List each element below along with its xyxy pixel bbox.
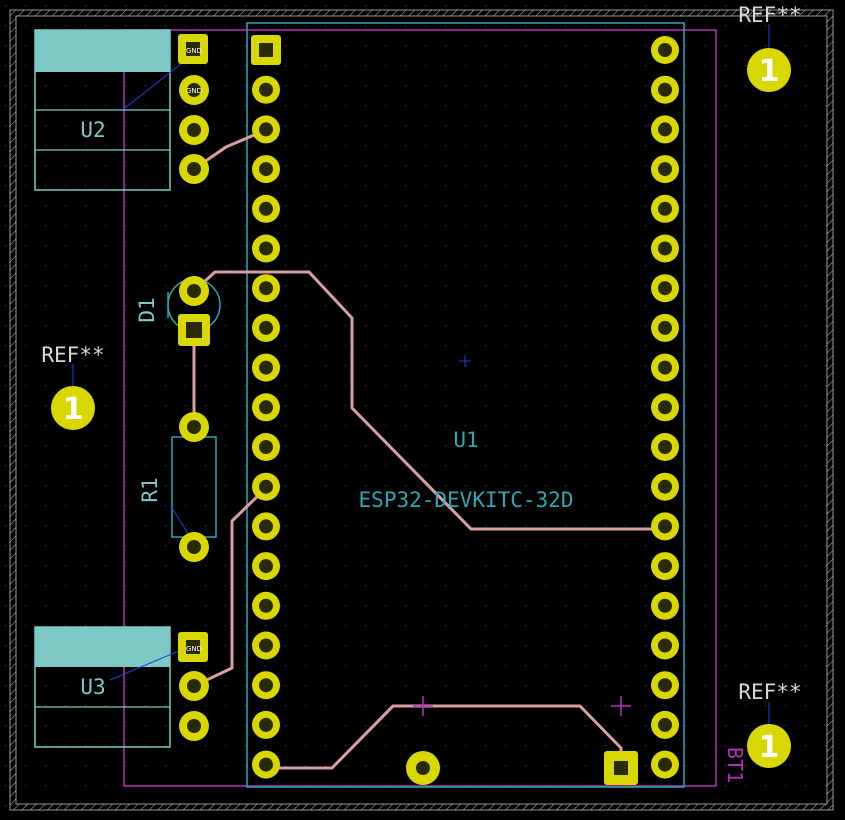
- u1-pad-27[interactable]: [651, 472, 679, 501]
- u2-reference: U2: [80, 118, 105, 142]
- board-edge[interactable]: [9, 9, 834, 811]
- u1-pad-25[interactable]: [651, 552, 679, 581]
- mh-tr-pad-number: 1: [759, 54, 780, 89]
- mounting-hole-left[interactable]: REF** 1: [41, 343, 105, 430]
- u1-reference: U1: [453, 428, 478, 452]
- u3-pad-2[interactable]: [179, 671, 209, 701]
- u1-pad-10[interactable]: [252, 393, 280, 422]
- u1-pad-32[interactable]: [651, 274, 679, 303]
- d1-footprint[interactable]: D1: [135, 276, 221, 346]
- u1-value: ESP32-DEVKITC-32D: [359, 488, 574, 512]
- u1-pad-21[interactable]: [651, 710, 679, 739]
- u1-pad-5[interactable]: [252, 194, 280, 223]
- track-u1-u3: [192, 486, 268, 688]
- r1-reference: R1: [138, 477, 162, 502]
- u3-reference: U3: [80, 675, 105, 699]
- u3-pad-1-label: GND: [186, 645, 202, 653]
- u1-right-pads[interactable]: [651, 36, 679, 779]
- mh-br-pad[interactable]: [747, 724, 791, 768]
- u1-pad-1[interactable]: [251, 35, 281, 65]
- u1-pad-18[interactable]: [252, 710, 280, 739]
- u2-silk-fill: [35, 30, 170, 72]
- bt1-crosshair-icon: [413, 696, 631, 716]
- u1-pad-20[interactable]: [651, 750, 679, 779]
- u1-pad-15[interactable]: [252, 591, 280, 620]
- u1-pad-13[interactable]: [252, 512, 280, 541]
- u1-pad-4[interactable]: [252, 155, 280, 184]
- u1-pad-11[interactable]: [252, 433, 280, 461]
- u2-pad-4[interactable]: [179, 154, 209, 184]
- u1-pad-16[interactable]: [252, 631, 280, 660]
- mh-l-pad[interactable]: [51, 386, 95, 430]
- mh-tr-pad[interactable]: [747, 48, 791, 92]
- mh-br-ref: REF**: [738, 680, 801, 704]
- u1-pad-33[interactable]: [651, 234, 679, 263]
- u2-pad-1-label: GND: [186, 47, 202, 55]
- u2-pad-2-label: GND: [186, 87, 202, 95]
- u1-pad-9[interactable]: [252, 353, 280, 382]
- u1-pad-26[interactable]: [651, 512, 679, 541]
- u1-pad-23[interactable]: [651, 631, 679, 660]
- u1-pad-29[interactable]: [651, 393, 679, 422]
- u1-pad-2[interactable]: [252, 75, 280, 104]
- track-d1-u1: [192, 270, 667, 531]
- u1-pad-38[interactable]: [651, 36, 679, 64]
- u1-pad-17[interactable]: [252, 671, 280, 700]
- u1-pad-36[interactable]: [651, 115, 679, 144]
- u1-fab-outline: [246, 22, 685, 788]
- u3-outline: [34, 626, 171, 748]
- bt1-footprint[interactable]: BT1: [406, 747, 747, 785]
- bt1-reference: BT1: [723, 747, 747, 783]
- u1-pad-28[interactable]: [651, 433, 679, 461]
- u3-silk-fill: [35, 627, 170, 667]
- u1-pad-37[interactable]: [651, 75, 679, 104]
- u1-pad-34[interactable]: [651, 194, 679, 223]
- u1-pad-31[interactable]: [651, 313, 679, 342]
- u1-pad-35[interactable]: [651, 155, 679, 184]
- u1-pad-3[interactable]: [252, 115, 280, 144]
- u1-pad-24[interactable]: [651, 591, 679, 620]
- u2-footprint[interactable]: U2: [34, 29, 209, 191]
- u1-pad-19[interactable]: [252, 750, 280, 779]
- mh-l-pad-number: 1: [63, 392, 84, 427]
- u1-pad-6[interactable]: [252, 234, 280, 263]
- mh-l-ref: REF**: [41, 343, 104, 367]
- u1-left-pads[interactable]: [251, 35, 281, 779]
- mh-br-pad-number: 1: [759, 730, 780, 765]
- u3-footprint[interactable]: U3: [34, 626, 209, 748]
- u1-pad-7[interactable]: [252, 274, 280, 303]
- d1-reference: D1: [135, 297, 159, 322]
- mounting-hole-top-right[interactable]: REF** 1: [738, 3, 802, 92]
- u2-pad-2[interactable]: [179, 75, 209, 105]
- u1-pad-12[interactable]: [252, 472, 280, 501]
- r1-footprint[interactable]: R1: [138, 412, 217, 562]
- crosshair-icon: [459, 355, 471, 367]
- u1-pad-8[interactable]: [252, 313, 280, 342]
- u3-pad-3[interactable]: [179, 711, 209, 741]
- mounting-hole-bottom-right[interactable]: REF** 1: [738, 680, 802, 768]
- u1-pad-14[interactable]: [252, 552, 280, 581]
- u1-pad-22[interactable]: [651, 671, 679, 700]
- mh-tr-ref: REF**: [738, 3, 801, 27]
- u1-pad-30[interactable]: [651, 353, 679, 382]
- tracks[interactable]: [192, 128, 667, 770]
- u2-pad-3[interactable]: [179, 115, 209, 145]
- u1-courtyard: [123, 29, 717, 787]
